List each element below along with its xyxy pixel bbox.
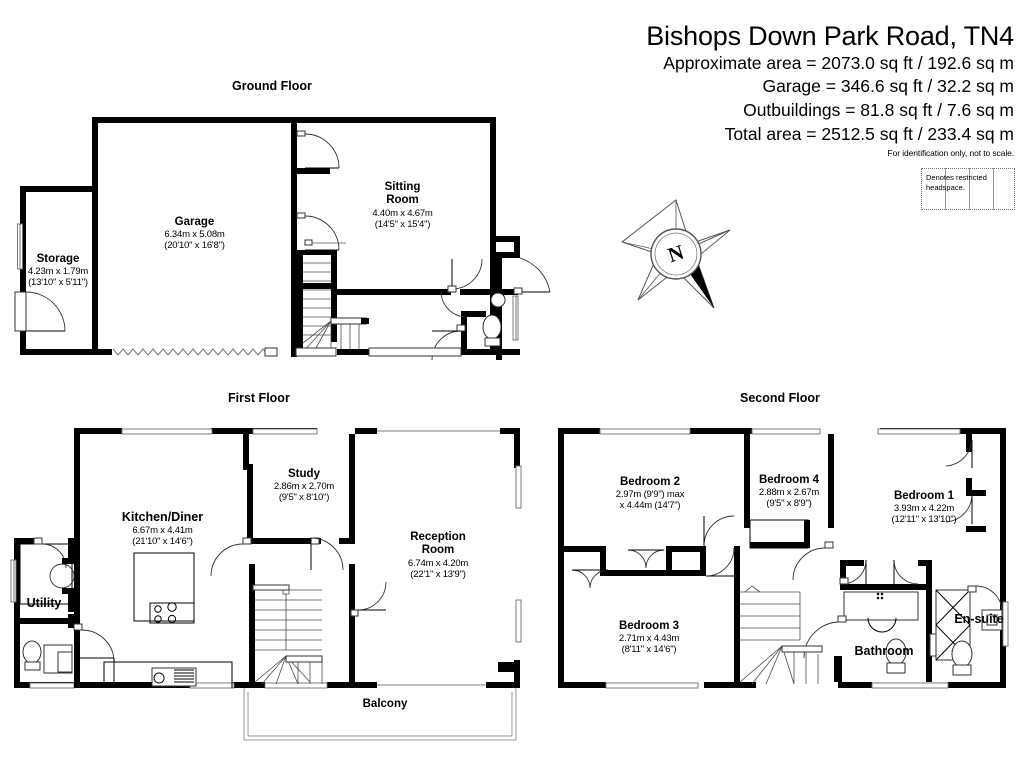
room-label-bedroom-3: Bedroom 3 2.71m x 4.43m (8'11" x 14'6") xyxy=(590,620,708,655)
room-dimension-imperial: (9'5" x 8'10") xyxy=(278,492,330,504)
room-dimension-metric: 4.23m x 1.79m xyxy=(27,266,89,278)
room-dimension-metric: 2.88m x 2.67m xyxy=(758,487,820,499)
room-dimension-imperial: (21'10" x 14'6") xyxy=(132,535,193,547)
room-label-bedroom-1: Bedroom 1 3.93m x 4.22m (12'11" x 13'10"… xyxy=(862,490,986,525)
room-label-utility: Utility xyxy=(5,596,83,611)
room-dimension-metric: 4.40m x 4.67m xyxy=(372,207,433,219)
room-dimension-metric: 2.97m (9'9") max xyxy=(615,489,685,501)
area-line-outbuildings: Outbuildings = 81.8 sq ft / 7.6 sq m xyxy=(743,100,1014,121)
room-label-balcony: Balcony xyxy=(330,698,440,711)
room-label-garage: Garage 6.34m x 5.08m (20'10" x 16'8") xyxy=(132,216,257,251)
page-title: Bishops Down Park Road, TN4 xyxy=(646,21,1014,51)
room-name-line2: Room xyxy=(421,544,455,557)
room-name: Utility xyxy=(26,596,62,610)
room-dimension-imperial: (20'10" x 16'8") xyxy=(164,240,225,252)
room-name: Bedroom 2 xyxy=(619,476,681,488)
room-label-bedroom-2: Bedroom 2 2.97m (9'9") max x 4.44m (14'7… xyxy=(586,476,714,511)
room-name: En-suite xyxy=(954,612,1004,626)
room-label-kitchen-diner: Kitchen/Diner 6.67m x 4.41m (21'10" x 14… xyxy=(75,510,250,547)
room-label-sitting-room: Sitting Room 4.40m x 4.67m (14'5" x 15'4… xyxy=(340,181,465,230)
room-label-bedroom-4: Bedroom 4 2.88m x 2.67m (9'5" x 8'9") xyxy=(730,474,848,509)
room-dimension-imperial: (13'10" x 5'11") xyxy=(28,277,88,289)
room-name-line1: Reception xyxy=(410,531,466,543)
restricted-headspace-legend: Denotes restricted headspace. xyxy=(921,168,1015,210)
room-dimension-metric: 2.71m x 4.43m xyxy=(618,633,680,645)
room-dimension-metric: 6.74m x 4.20m xyxy=(407,557,469,569)
room-name: Bedroom 1 xyxy=(893,490,955,502)
room-dimension-metric: 3.93m x 4.22m xyxy=(893,503,955,515)
room-dimension-imperial: (22'1" x 13'9") xyxy=(410,568,466,580)
area-line-total: Total area = 2512.5 sq ft / 233.4 sq m xyxy=(724,124,1014,145)
room-name: Bathroom xyxy=(854,644,914,658)
floor-caption-ground: Ground Floor xyxy=(232,79,312,93)
ground-floor-plan xyxy=(14,117,551,361)
room-dimension-imperial: (14'5" x 15'4") xyxy=(374,218,431,230)
room-label-en-suite: En-suite xyxy=(940,612,1018,627)
room-name: Bedroom 4 xyxy=(758,474,820,486)
area-line-garage: Garage = 346.6 sq ft / 32.2 sq m xyxy=(762,76,1014,97)
room-name: Garage xyxy=(174,216,215,228)
room-label-storage: Storage 4.23m x 1.79m (13'10" x 5'11") xyxy=(0,253,116,288)
room-name: Storage xyxy=(36,253,80,265)
header: Bishops Down Park Road, TN4 Approximate … xyxy=(544,21,1015,158)
area-line-approximate: Approximate area = 2073.0 sq ft / 192.6 … xyxy=(663,52,1014,73)
room-name-line2: Room xyxy=(386,194,419,207)
room-label-reception-room: Reception Room 6.74m x 4.20m (22'1" x 13… xyxy=(378,531,498,580)
room-name-line1: Sitting xyxy=(384,181,421,193)
room-dimension-imperial: (9'5" x 8'9") xyxy=(766,498,812,510)
room-dimension-imperial: (12'11" x 13'10") xyxy=(891,514,957,526)
compass-rose-icon: N xyxy=(618,196,734,312)
legend-label: Denotes restricted headspace. xyxy=(926,173,987,193)
room-dimension-imperial: (8'11" x 14'6") xyxy=(621,644,677,656)
room-dimension-metric: 6.34m x 5.08m xyxy=(164,229,225,241)
room-name: Study xyxy=(288,468,320,480)
floor-caption-second: Second Floor xyxy=(740,391,820,405)
room-name: Bedroom 3 xyxy=(618,620,680,632)
room-label-bathroom: Bathroom xyxy=(836,644,932,659)
floor-caption-first: First Floor xyxy=(228,391,290,405)
room-label-study: Study 2.86m x 2.70m (9'5" x 8'10") xyxy=(245,468,363,503)
room-name: Kitchen/Diner xyxy=(121,510,204,524)
room-dimension-imperial: x 4.44m (14'7") xyxy=(619,500,681,512)
disclaimer-text: For identification only, not to scale. xyxy=(887,147,1015,158)
room-dimension-metric: 6.67m x 4.41m xyxy=(132,524,193,536)
room-dimension-metric: 2.86m x 2.70m xyxy=(273,481,335,493)
room-name: Balcony xyxy=(362,698,408,710)
